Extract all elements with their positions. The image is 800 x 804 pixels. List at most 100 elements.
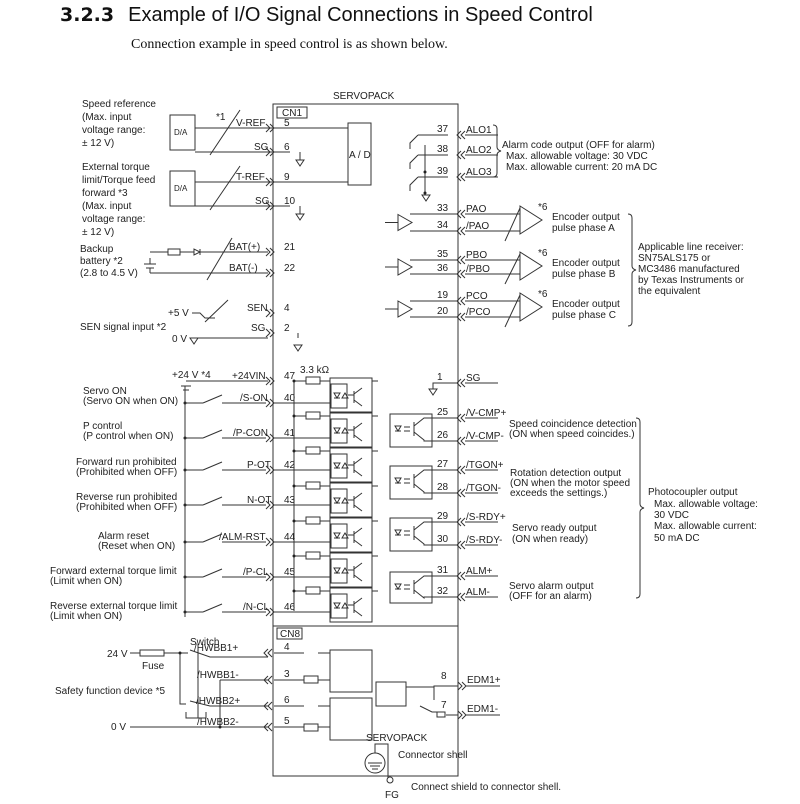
pin-number: 7 — [441, 700, 447, 711]
fuse-icon — [139, 649, 165, 657]
section-title: Example of I/O Signal Connections in Spe… — [128, 4, 593, 26]
signal-name: /ALM-RST — [219, 532, 266, 543]
plus24v-label: +24 V *4 — [172, 370, 211, 381]
resistor-label: 3.3 kΩ — [300, 365, 330, 376]
svg-text:Encoder output: Encoder output — [552, 299, 620, 310]
connector-chevron-icon — [263, 701, 330, 711]
alarm-code-transistors — [409, 134, 448, 202]
svg-text:pulse phase A: pulse phase A — [552, 223, 615, 234]
input-signal-row: BAT(-)22 — [229, 263, 296, 278]
pin-number: 27 — [437, 459, 449, 470]
svg-text:(Max. input: (Max. input — [82, 201, 132, 212]
pin-number: 37 — [437, 124, 449, 135]
svg-text:Max. allowable voltage: 30 VDC: Max. allowable voltage: 30 VDC — [506, 151, 648, 162]
pin-number: 47 — [284, 371, 296, 382]
alarm-reset-label: Alarm reset (Reset when ON) — [98, 531, 175, 552]
output-signal-row: 32 ALM- — [437, 586, 498, 602]
svg-text:Rotation detection output: Rotation detection output — [510, 468, 621, 479]
fg-label: FG — [385, 790, 399, 801]
svg-text:*6: *6 — [538, 248, 548, 259]
safety-input-row: /HWBB2+6 — [196, 695, 330, 711]
svg-text:30 VDC: 30 VDC — [654, 510, 689, 521]
servo-ready-description: Servo ready output (ON when ready) — [512, 523, 597, 545]
pin-number: 3 — [284, 669, 290, 680]
input-optocoupler — [292, 446, 378, 483]
pin-number: 41 — [284, 428, 296, 439]
svg-text:Photocoupler output: Photocoupler output — [648, 487, 738, 498]
signal-name: BAT(-) — [229, 263, 258, 274]
signal-name: ALM+ — [466, 566, 493, 577]
plus24v-bus — [181, 380, 268, 617]
pin-number: 9 — [284, 172, 290, 183]
svg-text:(Prohibited when OFF): (Prohibited when OFF) — [76, 467, 177, 478]
resistor-icon — [305, 586, 321, 595]
signal-name: ALM- — [466, 587, 490, 598]
signal-name: /V-CMP+ — [466, 408, 506, 419]
pin-number: 32 — [437, 586, 449, 597]
note-1: *1 — [216, 112, 226, 123]
svg-text:(Prohibited when OFF): (Prohibited when OFF) — [76, 502, 177, 513]
pin-number: 29 — [437, 511, 449, 522]
signal-name: PBO — [466, 250, 487, 261]
input-optocoupler — [292, 586, 378, 623]
svg-text:(Servo ON when ON): (Servo ON when ON) — [83, 396, 178, 407]
reverse-prohibit-label: Reverse run prohibited (Prohibited when … — [76, 492, 177, 513]
reverse-torque-limit-label: Reverse external torque limit (Limit whe… — [50, 601, 177, 622]
section-number: 3.2.3 — [60, 4, 115, 26]
resistor-icon — [305, 516, 321, 525]
svg-text:pulse phase C: pulse phase C — [552, 310, 616, 321]
fg-terminal — [386, 776, 394, 784]
signal-name: ALO1 — [466, 125, 492, 136]
svg-text:*6: *6 — [538, 289, 548, 300]
svg-text:forward *3: forward *3 — [82, 188, 128, 199]
pin-number: 39 — [437, 166, 449, 177]
resistor-icon — [305, 411, 321, 420]
pin-number: 34 — [437, 220, 449, 231]
connector-chevron-icon — [265, 328, 275, 338]
output-signal-row: 30/S-RDY- — [437, 534, 502, 550]
svg-text:50 mA DC: 50 mA DC — [654, 533, 700, 544]
safety-input-row: /HWBB2-5 — [197, 716, 330, 732]
forward-torque-limit-label: Forward external torque limit (Limit whe… — [50, 566, 177, 587]
svg-text:limit/Torque feed: limit/Torque feed — [82, 175, 155, 186]
pin-number: 30 — [437, 534, 449, 545]
input-optocoupler — [292, 551, 378, 588]
svg-text:External torque: External torque — [82, 162, 150, 173]
signal-name: PAO — [466, 204, 487, 215]
pin-number: 6 — [284, 142, 290, 153]
signal-name: EDM1- — [467, 704, 498, 715]
battery-diode-icon — [193, 248, 202, 256]
speed-coincidence-description: Speed coincidence detection (ON when spe… — [509, 419, 637, 440]
output-signal-row: 25/V-CMP+ — [437, 407, 506, 423]
rotation-detection-description: Rotation detection output (ON when the m… — [510, 468, 630, 499]
cn1-label: CN1 — [282, 108, 302, 119]
input-optocoupler — [294, 376, 378, 413]
section-heading: 3.2.3 Example of I/O Signal Connections i… — [60, 4, 593, 27]
da-label: D/A — [174, 184, 188, 193]
pin-number: 10 — [284, 196, 296, 207]
svg-text:(OFF for an alarm): (OFF for an alarm) — [509, 591, 592, 602]
output-signal-row: 26/V-CMP- — [437, 430, 504, 446]
signal-name: /S-RDY- — [466, 535, 502, 546]
signal-name: +24VIN — [232, 371, 266, 382]
safety-output-row: 7 EDM1- — [441, 700, 500, 720]
safety-input-row: /HWBB1-3 — [197, 669, 330, 685]
svg-text:Alarm code output (OFF for ala: Alarm code output (OFF for alarm) — [502, 140, 655, 151]
signal-name: SG — [466, 373, 481, 384]
input-signal-row: /P-CON 41 — [183, 428, 330, 443]
svg-text:*6: *6 — [538, 202, 548, 213]
pin-number: 21 — [284, 242, 296, 253]
svg-text:Max. allowable current:: Max. allowable current: — [654, 521, 757, 532]
signal-name: /P-CON — [233, 428, 268, 439]
signal-name: /N-CL — [243, 602, 270, 613]
